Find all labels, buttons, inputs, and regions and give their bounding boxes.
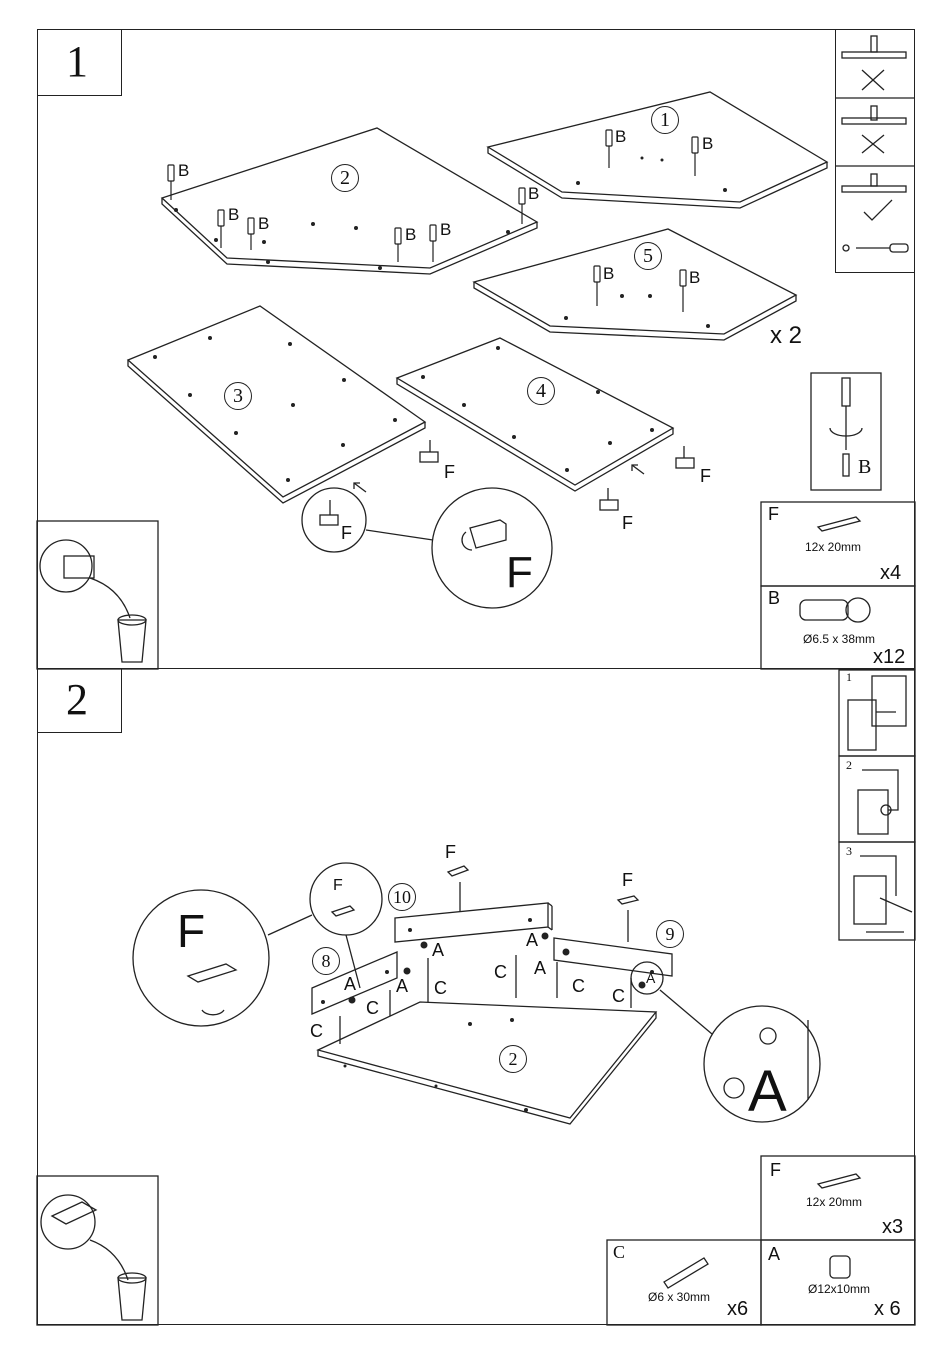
part-qty: x 6: [874, 1298, 901, 1321]
f-label: F: [445, 842, 456, 863]
part-qty: x3: [882, 1216, 903, 1239]
part-letter: A: [768, 1244, 780, 1265]
b-label: B: [615, 127, 626, 147]
a-label: A: [526, 930, 538, 951]
a-label: A: [646, 970, 655, 986]
b-label: B: [528, 184, 539, 204]
b-label: B: [440, 220, 451, 240]
part-size: Ø12x10mm: [808, 1282, 870, 1296]
panel-label-2: 2: [331, 164, 359, 192]
f-label: F: [700, 466, 711, 487]
b-label: B: [178, 161, 189, 181]
panel-label-10: 10: [388, 883, 416, 911]
step-2-number: 2: [66, 678, 88, 722]
a-label: A: [396, 976, 408, 997]
part-size: Ø6 x 30mm: [648, 1290, 710, 1304]
sequence-label: 3: [846, 844, 852, 859]
panel-label-8: 8: [312, 947, 340, 975]
part-size: Ø6.5 x 38mm: [803, 632, 875, 646]
b-label: B: [689, 268, 700, 288]
part-qty: x4: [880, 562, 901, 585]
f-label: F: [622, 513, 633, 534]
sequence-label: 1: [846, 670, 852, 685]
part-size: 12x 20mm: [805, 540, 861, 554]
f-label: F: [333, 877, 343, 895]
c-label: C: [572, 976, 585, 997]
c-label: C: [366, 998, 379, 1019]
a-label: A: [432, 940, 444, 961]
step-2-frame: [37, 668, 915, 1325]
b-label: B: [405, 225, 416, 245]
c-label: C: [494, 962, 507, 983]
f-label: F: [341, 523, 352, 544]
sequence-label: 2: [846, 758, 852, 773]
panel-label-9: 9: [656, 920, 684, 948]
b-label: B: [258, 214, 269, 234]
f-label: F: [622, 870, 633, 891]
part-size: 12x 20mm: [806, 1195, 862, 1209]
legend-column: [835, 29, 915, 273]
panel-label-3: 3: [224, 382, 252, 410]
panel-label-4: 4: [527, 377, 555, 405]
c-label: C: [310, 1021, 323, 1042]
part-qty: x6: [727, 1298, 748, 1321]
part-letter: F: [770, 1160, 781, 1181]
part-letter: C: [613, 1242, 625, 1263]
part-qty: x12: [873, 646, 905, 669]
panel-label-5: 5: [634, 242, 662, 270]
f-label: F: [444, 462, 455, 483]
quantity-label: x 2: [770, 322, 802, 350]
panel-label-2: 2: [499, 1045, 527, 1073]
panel-label-1: 1: [651, 106, 679, 134]
detail-a-label: A: [748, 1058, 787, 1125]
b-label: B: [228, 205, 239, 225]
part-letter: B: [768, 588, 780, 609]
detail-f-label: F: [177, 904, 205, 958]
c-label: C: [612, 986, 625, 1007]
part-letter: F: [768, 504, 779, 525]
screwdriver-b-label: B: [858, 456, 871, 479]
c-label: C: [434, 978, 447, 999]
b-label: B: [702, 134, 713, 154]
step-1-number: 1: [66, 40, 88, 84]
a-label: A: [534, 958, 546, 979]
detail-f-label: F: [506, 548, 533, 598]
b-label: B: [603, 264, 614, 284]
a-label: A: [344, 974, 356, 995]
